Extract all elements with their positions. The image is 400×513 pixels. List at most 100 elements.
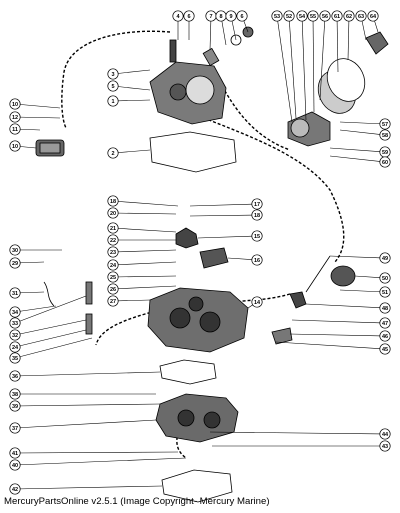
vacuum-line-upper-right: [219, 81, 291, 151]
callout-59: 59: [329, 146, 391, 158]
callout-number: 24: [12, 345, 19, 351]
callout-leader-line: [347, 15, 350, 61]
callout-leader-line: [112, 285, 177, 290]
choke-thermostat-assembly: [287, 31, 389, 147]
callout-leader-line: [112, 261, 177, 266]
callout-leader-line: [14, 485, 163, 490]
callout-58: 58: [339, 129, 391, 141]
callout-circle: [379, 286, 391, 298]
callout-number: 46: [382, 334, 388, 340]
callout-number: 12: [12, 115, 18, 121]
callout-number: 50: [382, 276, 388, 282]
callout-number: 49: [382, 256, 388, 262]
callout-circle: [251, 296, 263, 308]
callout-18: 18: [107, 195, 179, 207]
callout-leader-line: [14, 451, 179, 454]
callout-leader-line: [14, 329, 87, 348]
callout-30: 30: [9, 244, 62, 256]
callout-leader-line: [276, 15, 293, 123]
callout-number: 31: [12, 291, 18, 297]
callout-circle: [379, 252, 391, 264]
callout-circle: [107, 271, 119, 283]
callout-number: 36: [12, 374, 18, 380]
callout-circle: [379, 272, 391, 284]
callout-15: 15: [197, 230, 263, 242]
callout-leader-line: [112, 99, 151, 102]
callout-number: 25: [110, 275, 116, 281]
callout-number: 15: [254, 234, 260, 240]
callout-leader-line: [112, 227, 177, 233]
callout-4: 4: [172, 10, 184, 40]
callout-leader-line: [14, 305, 57, 313]
callout-leader-line: [301, 15, 307, 121]
float-needle-parts: [43, 281, 93, 335]
callout-11: 11: [9, 123, 41, 135]
callout-circle: [307, 10, 319, 22]
callout-circle: [107, 68, 119, 80]
callout-circle: [9, 123, 21, 135]
callout-44: 44: [209, 428, 391, 440]
callout-circle: [9, 459, 21, 471]
callout-number: 45: [382, 347, 388, 353]
callout-10: 10: [9, 98, 61, 110]
base-gasket: [161, 469, 233, 503]
callout-leader-line: [209, 15, 212, 51]
callout-number: 22: [110, 238, 116, 244]
callout-number: 34: [12, 310, 19, 316]
part-drawings: [35, 26, 389, 503]
callout-number: 8: [219, 14, 222, 20]
callout-63: 63: [355, 10, 367, 41]
callout-24: 24: [9, 329, 87, 353]
callout-number: 5: [111, 84, 114, 90]
callout-26: 26: [107, 283, 177, 295]
callout-number: 53: [274, 14, 280, 20]
callout-leader-line: [312, 15, 315, 113]
callout-56: 56: [319, 10, 331, 101]
callout-1: 1: [107, 95, 151, 107]
copyright-caption: MercuryPartsOnline v2.5.1 (Image Copyrig…: [4, 496, 270, 507]
callout-43: 43: [212, 440, 391, 452]
callout-leader-line: [189, 214, 258, 217]
callout-circle: [251, 209, 263, 221]
callout-circle: [107, 259, 119, 271]
callout-leader-line: [209, 431, 386, 435]
callout-22: 22: [107, 234, 176, 246]
callout-circle: [251, 230, 263, 242]
callout-number: 6: [240, 14, 243, 20]
callout-55: 55: [307, 10, 319, 113]
callout-circle: [172, 10, 184, 22]
callout-number: 21: [110, 226, 116, 232]
callout-40: 40: [9, 457, 187, 471]
callout-number: 6: [187, 14, 190, 20]
callout-circle: [9, 388, 21, 400]
callout-number: 10: [12, 144, 18, 150]
callout-leader-line: [14, 403, 161, 407]
callout-leader-line: [336, 15, 339, 73]
callout-number: 40: [12, 463, 18, 469]
callout-64: 64: [367, 10, 379, 33]
throttle-body: [155, 393, 239, 443]
vacuum-line-choke: [189, 111, 345, 263]
callout-number: 2: [111, 151, 114, 157]
callout-number: 58: [382, 133, 388, 139]
callout-37: 37: [9, 419, 157, 434]
callout-circle: [107, 246, 119, 258]
callout-leader-line: [112, 299, 151, 302]
callout-leader-line: [329, 255, 386, 259]
callout-number: 27: [110, 299, 116, 305]
callout-circle: [107, 95, 119, 107]
callout-number: 14: [254, 300, 261, 306]
callout-circle: [9, 352, 21, 364]
callout-3: 3: [107, 68, 151, 80]
callout-number: 62: [346, 14, 352, 20]
callout-number: 20: [110, 211, 116, 217]
callout-51: 51: [339, 286, 391, 298]
callout-10: 10: [9, 140, 37, 152]
callout-number: 63: [358, 14, 364, 20]
callout-number: 35: [12, 356, 18, 362]
callout-number: 60: [382, 160, 388, 166]
callout-circle: [107, 283, 119, 295]
callout-circle: [9, 98, 21, 110]
callout-leader-line: [112, 212, 177, 215]
